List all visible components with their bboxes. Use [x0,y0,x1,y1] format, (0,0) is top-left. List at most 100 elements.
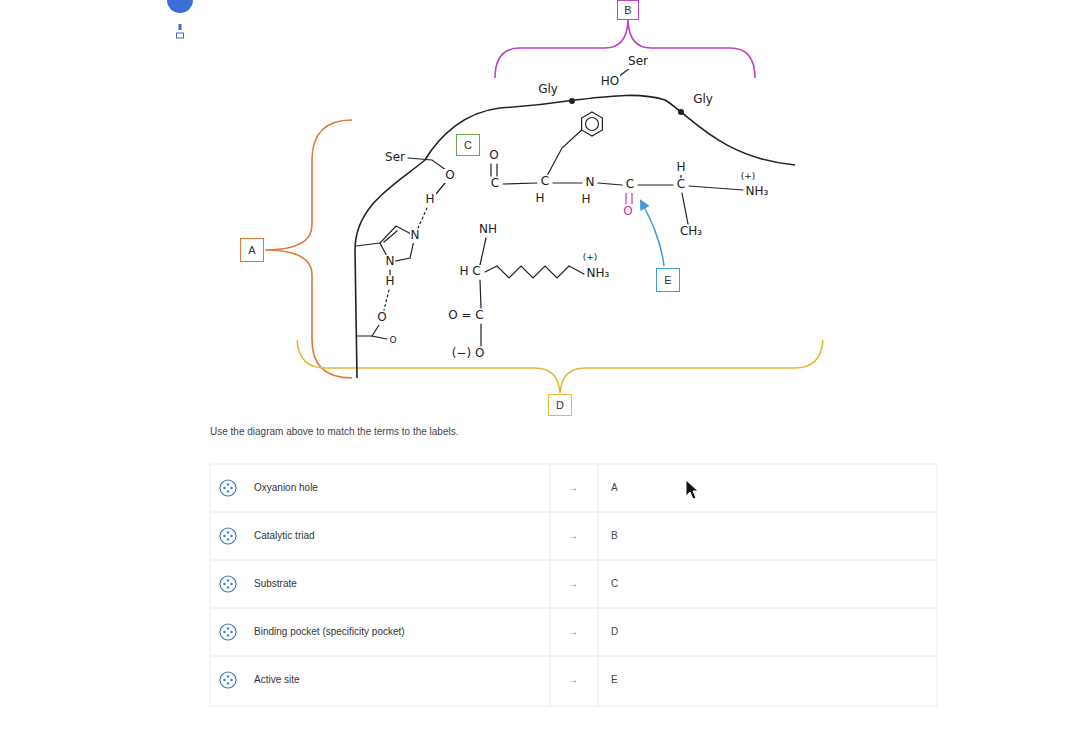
match-arrow: → [568,674,578,686]
h-bond [418,208,427,228]
answer-letter: E [611,674,618,686]
chem-label: H [534,192,545,206]
chem-label: NH₃ [586,267,611,281]
match-arrow: → [568,530,578,542]
chem-label: N [410,229,421,243]
chem-label: N [385,255,396,269]
double-bond [384,231,397,242]
phenyl-ring [586,118,599,131]
bond [436,183,445,194]
phenyl-ring [582,112,603,136]
chem-label: C [676,178,686,192]
table-rules [210,464,937,706]
bond [357,335,372,336]
avatar-dot [167,0,193,13]
match-arrow: → [568,578,578,590]
answer-letter: C [611,578,618,590]
bracket-d [297,340,823,393]
label-letter: A [248,244,255,256]
chem-label: HO [600,75,620,89]
label-letter: C [464,139,472,151]
bond [689,186,743,190]
drag-icon [220,576,236,592]
toolbar-mark [177,33,184,38]
bond [408,158,446,170]
match-table [210,464,937,706]
chem-label: O = C [447,309,485,323]
term-text: Active site [254,674,300,686]
chem-label: CH₃ [679,225,703,239]
gly-dot [569,98,575,104]
instruction-text: Use the diagram above to match the terms… [210,426,458,438]
chem-label: Gly [537,83,559,97]
answer-label-box: B [617,0,639,20]
drag-icon [220,672,236,688]
answer-label-box: C [456,134,480,156]
chem-label: H C [458,265,481,279]
double-bond [491,164,497,176]
bonds [356,68,743,346]
chem-label: NH [478,223,498,237]
term-text: Substrate [254,578,297,590]
bond [548,130,582,174]
chem-label: O [376,311,387,325]
bracket-b [495,20,755,78]
bond [480,280,481,308]
chem-label: (−) O [451,347,486,361]
answer-label-box: E [656,268,680,292]
bond [372,325,387,339]
chem-label: C [540,175,550,189]
chem-label: H [384,275,395,289]
match-arrow: → [568,482,578,494]
term-text: Catalytic triad [254,530,315,542]
chem-label: Ser [627,55,649,69]
drag-icon [220,480,236,496]
drag-icon [220,624,236,640]
chem-label: N [585,176,596,190]
answer-label-box: A [240,238,264,262]
lysine-chain [485,266,584,278]
answer-letter: A [611,482,618,494]
chem-label: H [424,193,435,207]
label-letter: B [624,4,631,16]
leader-line [641,201,664,266]
bond [480,238,486,265]
chem-label: C [625,178,635,192]
bond [356,243,380,246]
chem-label: C [490,177,500,191]
pocket-surface [355,95,795,378]
double-bond [626,193,632,204]
answer-letter: B [611,530,618,542]
chem-label: Gly [692,93,714,107]
mouse-cursor [686,480,698,499]
label-letter: E [664,274,671,286]
bracket-a [265,120,352,378]
match-arrow: → [568,626,578,638]
label-letter: D [556,399,564,411]
term-text: Binding pocket (specificity pocket) [254,626,405,638]
chem-label: NH₃ [745,185,770,199]
chem-label: O [622,205,633,219]
answer-letter: D [611,626,618,638]
bond [553,182,582,183]
answer-label-box: D [548,394,572,416]
chem-label: H [580,193,591,207]
bond [503,183,537,184]
bond [682,193,688,224]
drag-icon [220,528,236,544]
chem-label: H [675,161,686,175]
term-text: Oxyanion hole [254,482,318,494]
bond [598,183,622,185]
chem-label: Ser [384,151,406,165]
h-bond [384,290,389,310]
toolbar-mark [179,24,182,30]
chem-label: O [444,169,455,183]
bond [480,324,481,346]
bond [638,184,673,185]
chem-label: O [388,335,397,345]
chem-label: O [488,149,499,163]
chem-label: (+) [740,171,757,181]
chem-label: (+) [582,252,599,262]
gly-dot [678,109,684,115]
